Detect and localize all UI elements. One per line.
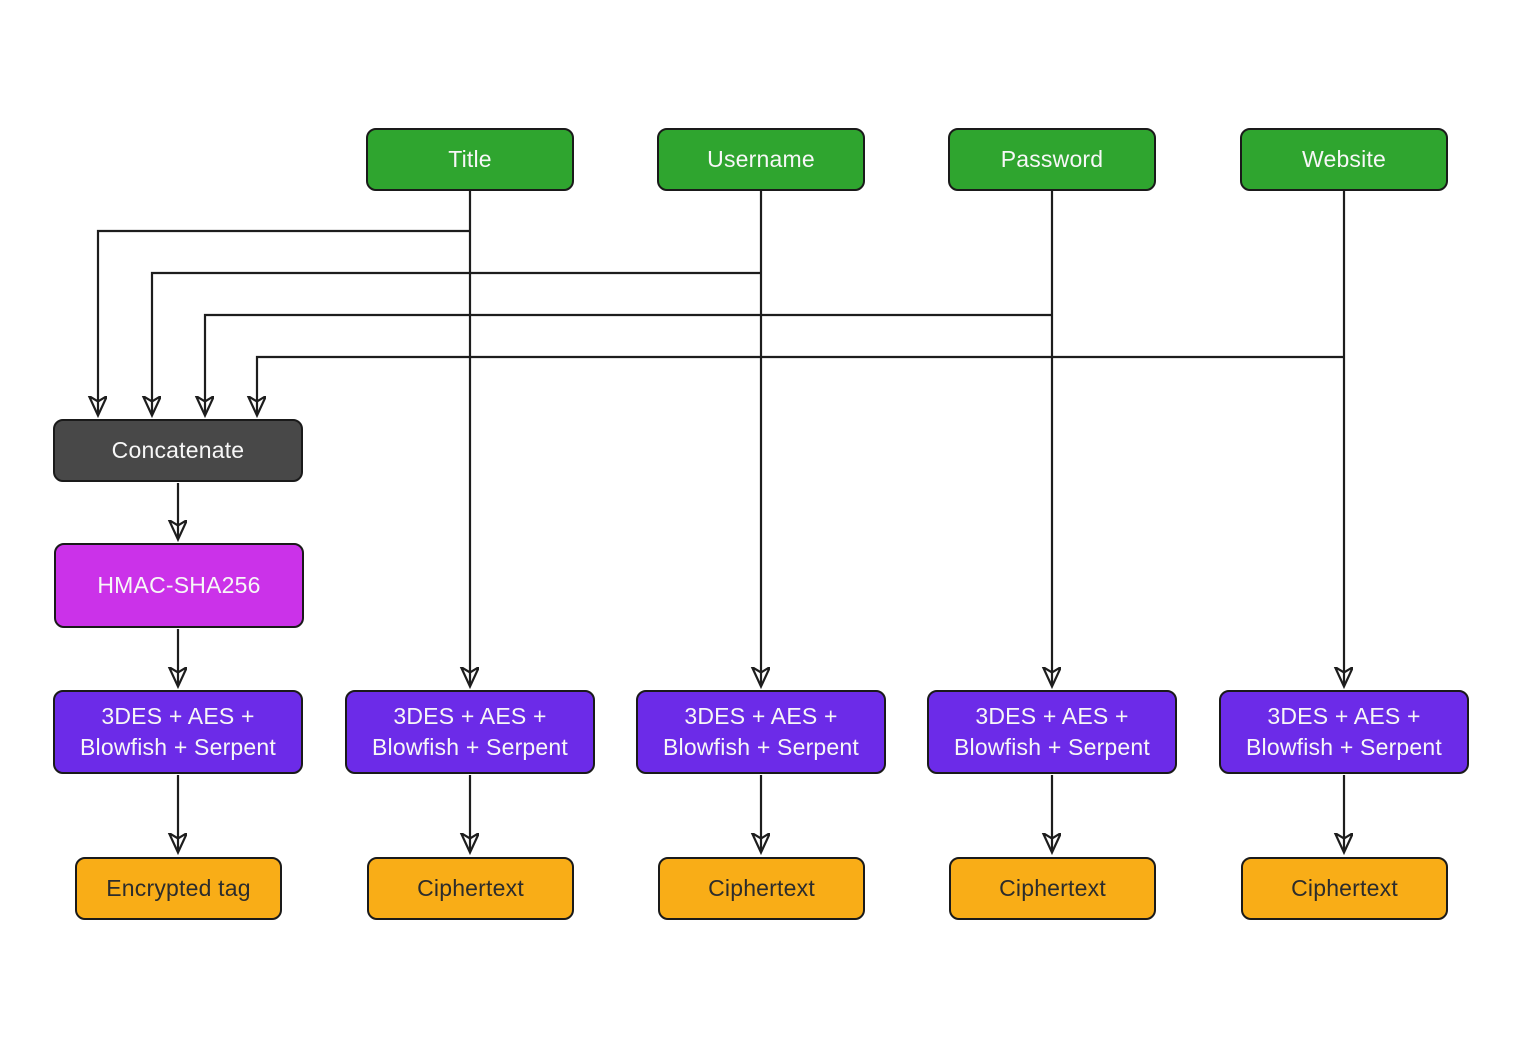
edge-title-to-concatenate [98,229,470,415]
node-label: Title [448,146,492,172]
node-label: 3DES + AES + [684,703,838,729]
node-label: Website [1301,146,1387,172]
cipher-suite-node-password: 3DES + AES + Blowfish + Serpent [927,690,1177,774]
node-label: 3DES + AES + [975,703,1129,729]
edge-website-to-concatenate [257,355,1344,415]
ciphertext-node-website: Ciphertext [1241,857,1448,920]
input-title-node: Title [366,128,574,191]
node-label: 3DES + AES + [393,703,547,729]
ciphertext-node-title: Ciphertext [367,857,574,920]
node-label: 3DES + AES + [1267,703,1421,729]
encrypted-tag-node: Encrypted tag [75,857,282,920]
input-website-node: Website [1240,128,1448,191]
edge-password-to-concatenate [205,313,1052,415]
input-password-node: Password [948,128,1156,191]
node-label: Blowfish + Serpent [79,734,276,760]
node-label: HMAC-SHA256 [97,572,261,598]
ciphertext-node-password: Ciphertext [949,857,1156,920]
node-label: Username [707,146,815,172]
cipher-suite-node-hmac: 3DES + AES + Blowfish + Serpent [53,690,303,774]
node-label: Blowfish + Serpent [953,734,1150,760]
node-label: 3DES + AES + [101,703,255,729]
ciphertext-node-username: Ciphertext [658,857,865,920]
node-label: Password [1000,146,1104,172]
node-label: Blowfish + Serpent [1245,734,1442,760]
hmac-sha256-node: HMAC-SHA256 [54,543,304,628]
node-label: Ciphertext [708,875,815,901]
cipher-suite-node-website: 3DES + AES + Blowfish + Serpent [1219,690,1469,774]
node-label: Concatenate [111,437,245,463]
node-label: Encrypted tag [106,875,251,901]
node-label: Ciphertext [999,875,1106,901]
concatenate-node: Concatenate [53,419,303,482]
node-label: Ciphertext [1291,875,1398,901]
edge-username-to-concatenate [152,271,761,415]
cipher-suite-node-title: 3DES + AES + Blowfish + Serpent [345,690,595,774]
input-username-node: Username [657,128,865,191]
node-label: Blowfish + Serpent [371,734,568,760]
node-label: Blowfish + Serpent [662,734,859,760]
node-label: Ciphertext [417,875,524,901]
cipher-suite-node-username: 3DES + AES + Blowfish + Serpent [636,690,886,774]
